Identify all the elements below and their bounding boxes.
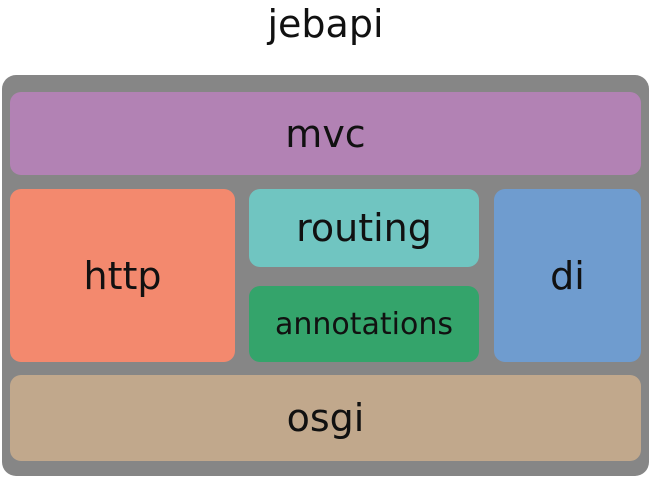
di-block: di — [494, 189, 641, 362]
mvc-label: mvc — [285, 111, 366, 156]
http-block: http — [10, 189, 235, 362]
diagram-title: jebapi — [267, 2, 384, 46]
di-label: di — [550, 253, 585, 298]
annotations-block: annotations — [249, 286, 479, 362]
osgi-label: osgi — [286, 396, 365, 440]
routing-block: routing — [249, 189, 479, 267]
routing-label: routing — [296, 206, 432, 250]
mvc-block: mvc — [10, 92, 641, 175]
annotations-label: annotations — [274, 306, 453, 342]
http-label: http — [83, 253, 162, 298]
osgi-block: osgi — [10, 375, 641, 461]
